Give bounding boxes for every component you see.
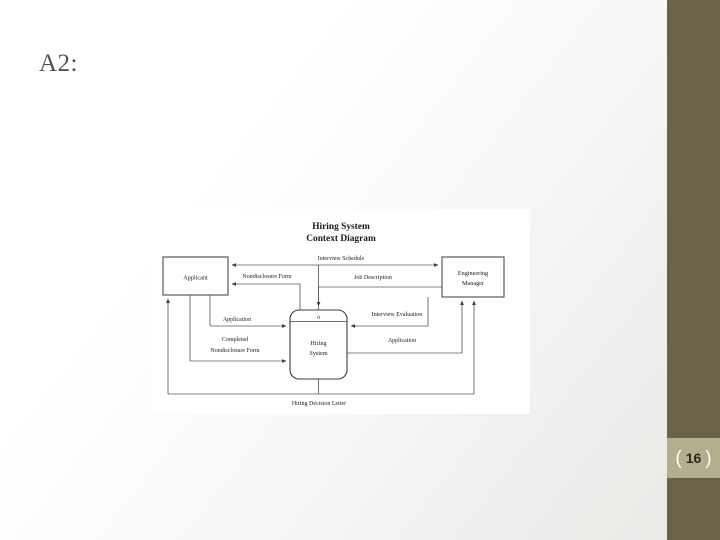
entity-engineering-manager [441, 256, 505, 298]
context-diagram-svg: Hiring System Context Diagram Applicant … [162, 222, 505, 407]
context-diagram-image: Hiring System Context Diagram Applicant … [152, 209, 530, 414]
entity-engineering-manager-label-line1: Engineering [458, 270, 488, 277]
flow-label-completed-nda-line2: Nondisclosure Form [210, 348, 259, 354]
page-number-badge: ( 16 ) [667, 438, 720, 478]
entity-applicant-label: Applicant [183, 275, 208, 282]
process-number: 0 [317, 315, 320, 321]
bracket-right-icon: ) [705, 447, 712, 469]
flow-label-job-description: Job Description [354, 275, 392, 281]
page-number: 16 [685, 450, 702, 466]
flow-label-hiring-decision-letter: Hiring Decision Letter [292, 401, 346, 407]
flow-label-interview-schedule: Interview Schedule [318, 256, 365, 262]
process-label-line2: System [309, 350, 327, 357]
flow-label-application-right: Application [388, 338, 416, 344]
diagram-title-line2: Context Diagram [306, 234, 376, 244]
entity-engineering-manager-label-line2: Manager [462, 280, 484, 287]
flow-label-application-left: Application [223, 317, 251, 323]
page-title: A2: [39, 50, 78, 77]
diagram-title-line1: Hiring System [312, 222, 370, 232]
flow-label-nondisclosure-form: Nondisclosure Form [242, 274, 291, 280]
flow-label-interview-evaluation: Interview Evaluation [372, 312, 422, 318]
entity-applicant [162, 256, 229, 296]
bracket-left-icon: ( [675, 447, 682, 469]
process-label-line1: Hiring [310, 340, 326, 347]
flow-label-completed-nda-line1: Completed [222, 337, 248, 343]
